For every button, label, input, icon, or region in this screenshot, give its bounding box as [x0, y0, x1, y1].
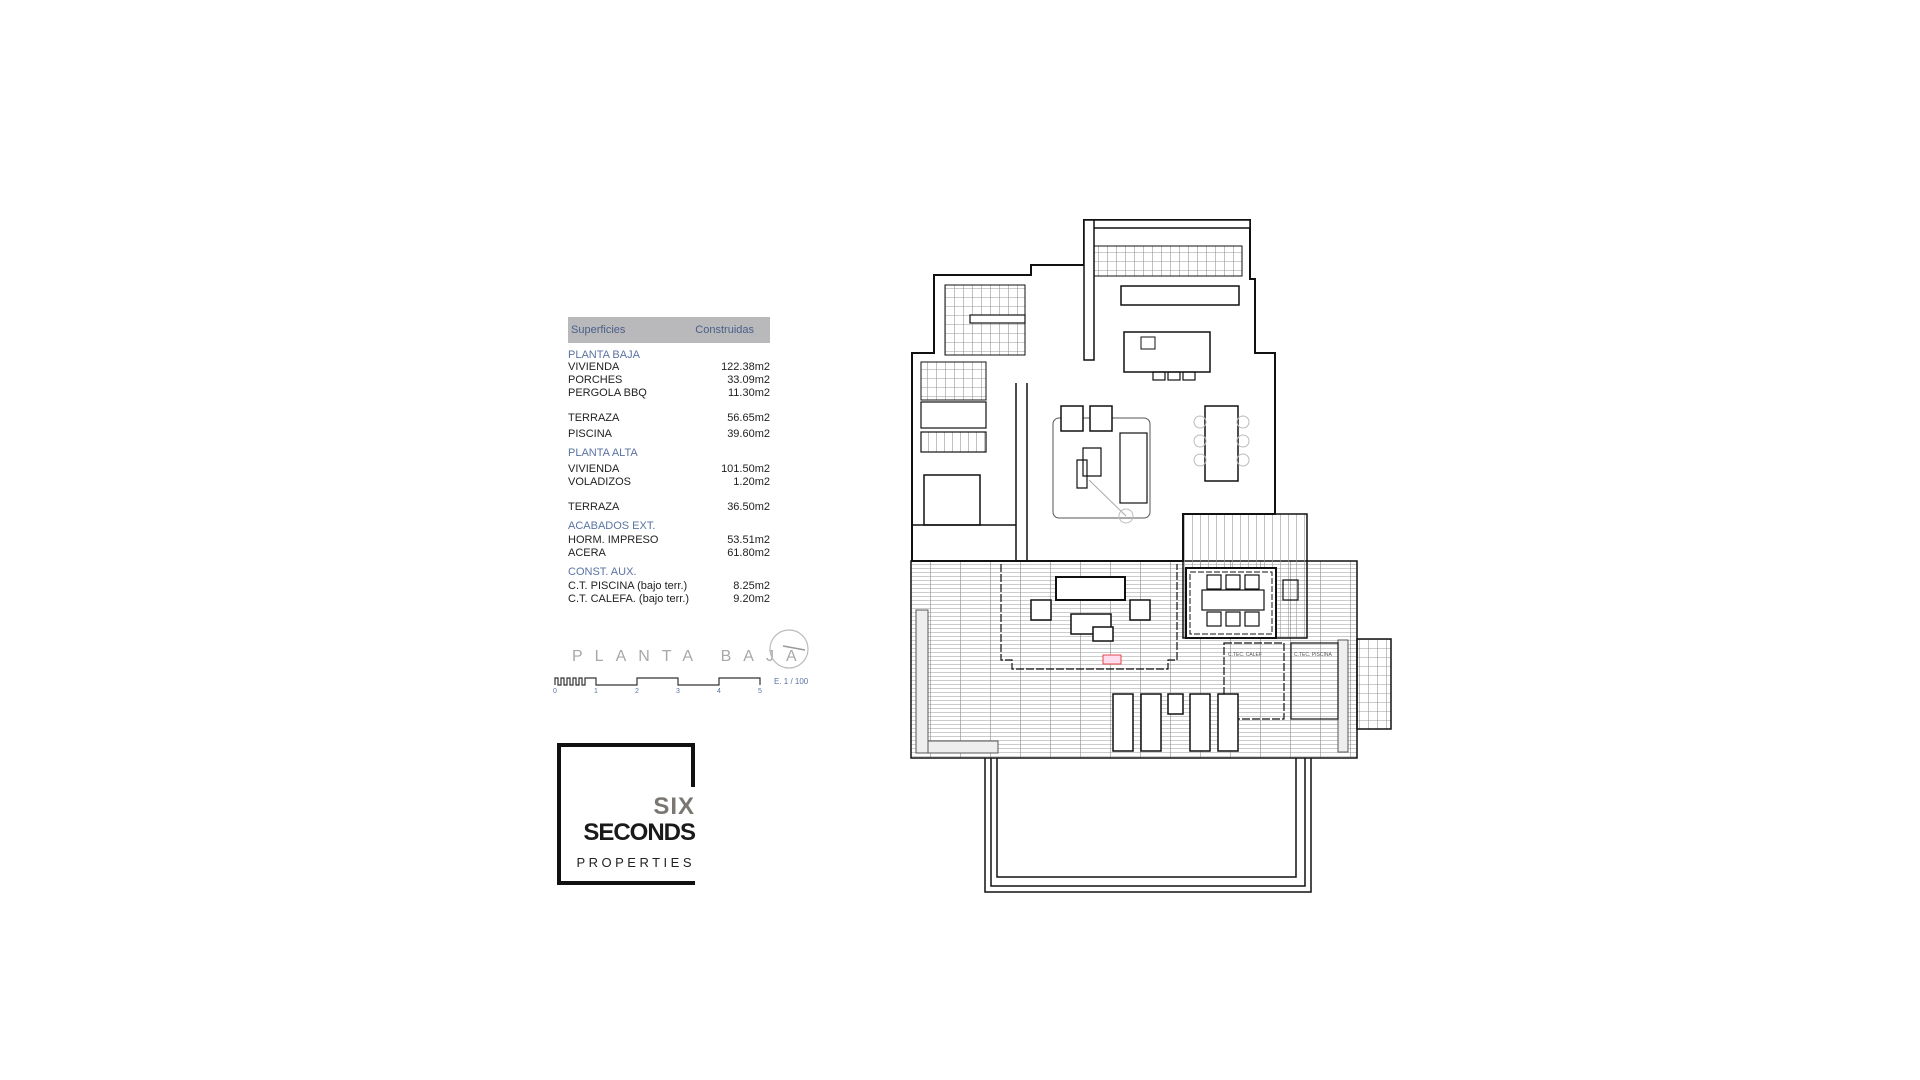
row-value: 8.25m2: [733, 580, 770, 592]
logo-frame-right: [691, 743, 695, 787]
exterior-stairs: [1356, 638, 1392, 730]
row-label: VOLADIZOS: [568, 476, 631, 488]
row-label: VIVIENDA: [568, 463, 620, 475]
row-value: 61.80m2: [727, 547, 770, 559]
scale-bar: [554, 677, 761, 686]
scale-tick: 4: [717, 688, 721, 695]
row-label: VIVIENDA: [568, 361, 620, 373]
plan-title: PLANTA BAJA: [572, 648, 809, 665]
row-value: 122.38m2: [721, 361, 770, 373]
row-value: 39.60m2: [727, 428, 770, 440]
logo-six: SIX: [653, 793, 695, 820]
section-title: PLANTA BAJA: [568, 349, 640, 361]
logo-properties: PROPERTIES: [576, 855, 695, 870]
row-label: C.T. CALEFA. (bajo terr.): [568, 593, 690, 605]
sun-loungers: [1112, 693, 1239, 752]
table-row: C.T. PISCINA (bajo terr.) 8.25m2: [568, 580, 770, 593]
table-row: ACERA 61.80m2: [568, 547, 770, 560]
row-label: TERRAZA: [568, 501, 620, 513]
kitchen-counter: [1120, 285, 1240, 306]
row-label: ACERA: [568, 547, 606, 559]
table-row: VOLADIZOS 1.20m2: [568, 476, 770, 489]
ct-piscina-room: [1290, 642, 1339, 720]
table-row: VIVIENDA 101.50m2: [568, 463, 770, 476]
scale-tick: 3: [676, 688, 680, 695]
outdoor-sofa: [1055, 576, 1126, 601]
table-row: PERGOLA BBQ 11.30m2: [568, 387, 770, 400]
surface-table: Superficies Construidas PLANTA BAJA VIVI…: [568, 317, 770, 606]
row-value: 33.09m2: [727, 374, 770, 386]
row-value: 1.20m2: [733, 476, 770, 488]
scale-tick: 5: [758, 688, 762, 695]
table-row: PORCHES 33.09m2: [568, 374, 770, 387]
row-value: 9.20m2: [733, 593, 770, 605]
row-label: PORCHES: [568, 374, 623, 386]
table-header: Superficies Construidas: [568, 317, 770, 343]
logo-seconds: SECONDS: [583, 819, 696, 846]
ct-calef-label: C.TEC. CALEF: [1228, 652, 1262, 658]
table-row: VIVIENDA 122.38m2: [568, 361, 770, 374]
swimming-pool: [984, 758, 1312, 893]
ct-calef-room: [1223, 642, 1285, 720]
header-construidas: Construidas: [695, 324, 754, 336]
kitchen-island: [1123, 331, 1211, 373]
row-label: HORM. IMPRESO: [568, 534, 659, 546]
six-seconds-logo: SIX SECONDS PROPERTIES: [557, 743, 696, 885]
scale-tick: 0: [553, 688, 557, 695]
dining-table: [1204, 405, 1239, 482]
floor-plan: C.TEC. CALEF C.TEC. PISCINA: [910, 219, 1392, 893]
ct-piscina-label: C.TEC. PISCINA: [1294, 652, 1332, 658]
living-sofa: [1119, 432, 1148, 504]
table-row: PISCINA 39.60m2: [568, 428, 770, 441]
table-row: TERRAZA 36.50m2: [568, 501, 770, 514]
section-title: PLANTA ALTA: [568, 447, 638, 459]
north-compass-icon: [769, 629, 809, 669]
logo-frame: [557, 743, 695, 885]
section-title: CONST. AUX.: [568, 566, 637, 578]
level-marker: [1102, 654, 1122, 665]
row-value: 101.50m2: [721, 463, 770, 475]
row-label: PERGOLA BBQ: [568, 387, 647, 399]
row-value: 36.50m2: [727, 501, 770, 513]
table-row: HORM. IMPRESO 53.51m2: [568, 534, 770, 547]
scale-tick: 2: [635, 688, 639, 695]
row-value: 56.65m2: [727, 412, 770, 424]
table-row: TERRAZA 56.65m2: [568, 412, 770, 425]
row-label: TERRAZA: [568, 412, 620, 424]
row-label: PISCINA: [568, 428, 613, 440]
table-row: C.T. CALEFA. (bajo terr.) 9.20m2: [568, 593, 770, 606]
row-value: 11.30m2: [728, 387, 770, 399]
row-value: 53.51m2: [727, 534, 770, 546]
scale-tick: 1: [594, 688, 598, 695]
scale-label: E. 1 / 100: [774, 677, 809, 686]
row-label: C.T. PISCINA (bajo terr.): [568, 580, 688, 592]
header-superficies: Superficies: [571, 324, 626, 336]
section-title: ACABADOS EXT.: [568, 520, 656, 532]
